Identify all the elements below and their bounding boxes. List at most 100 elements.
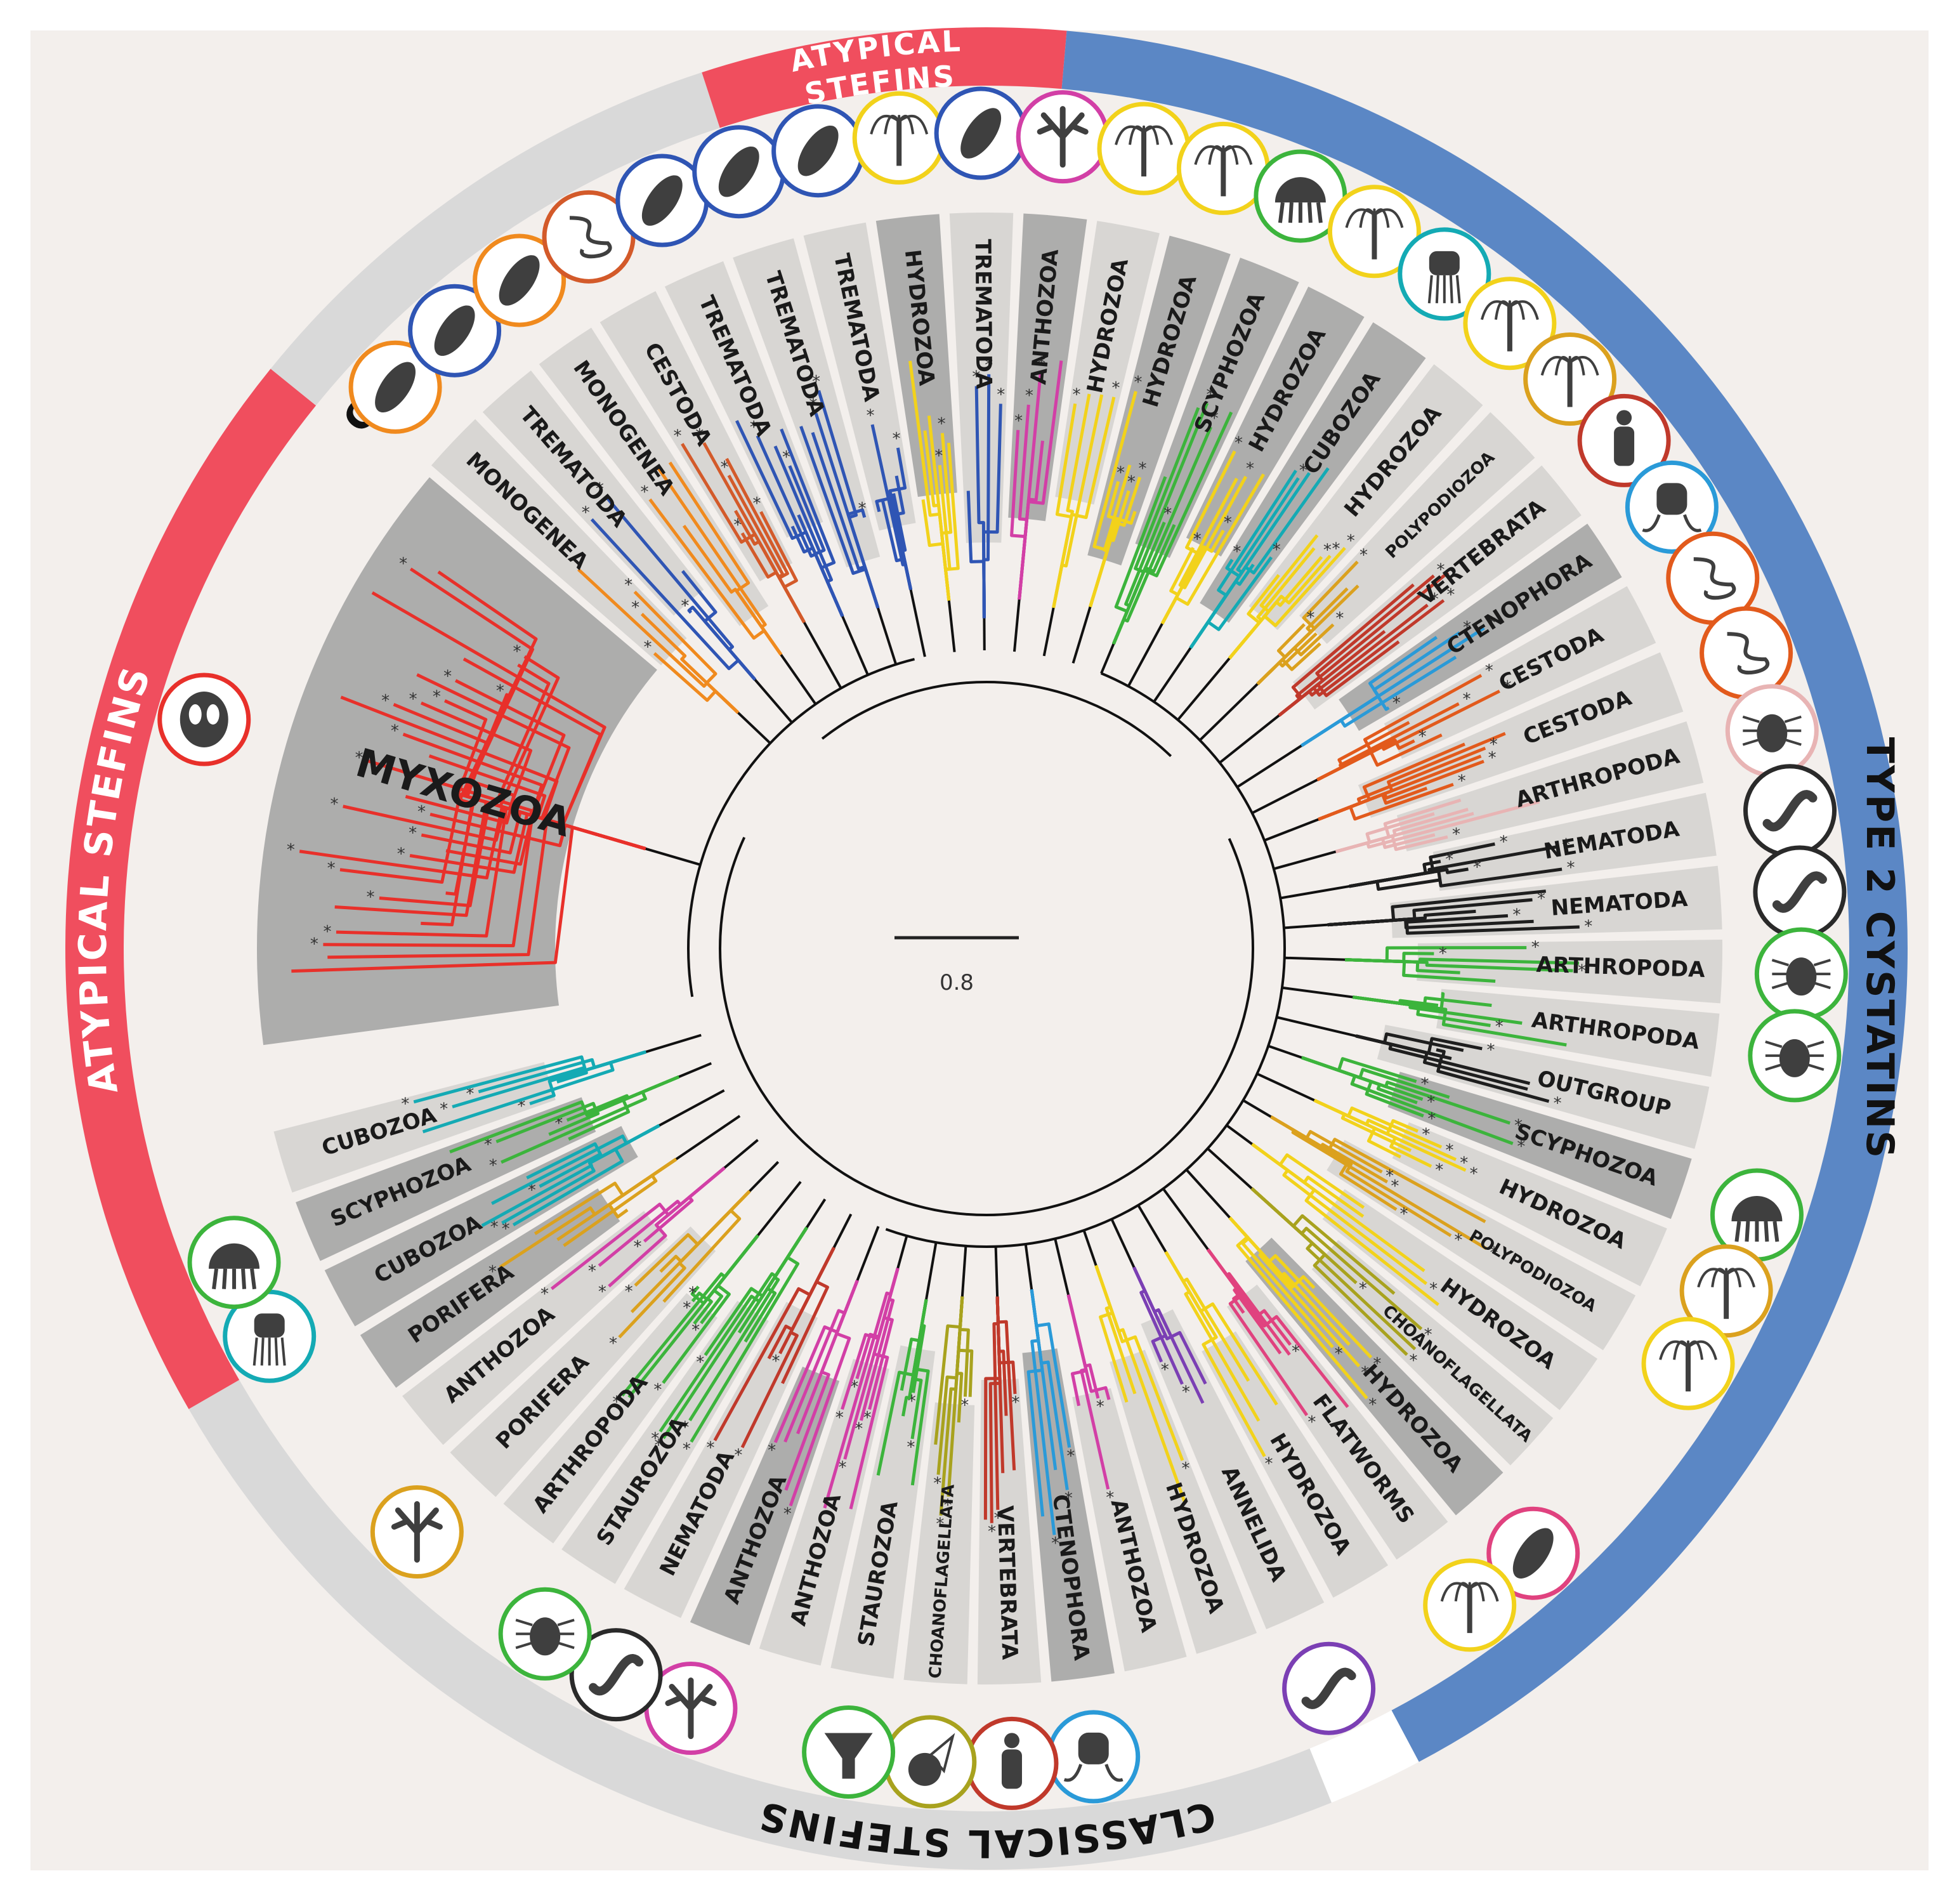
insect-icon (1727, 686, 1816, 775)
support-asterisk: * (1182, 1382, 1190, 1402)
support-asterisk: * (625, 1282, 633, 1301)
support-asterisk: * (1072, 385, 1080, 404)
support-asterisk: * (1265, 1455, 1273, 1474)
support-asterisk: * (624, 576, 632, 595)
support-asterisk: * (641, 483, 649, 502)
support-asterisk: * (752, 494, 761, 513)
annelid-icon (1285, 1644, 1373, 1733)
support-asterisk: * (417, 803, 426, 822)
support-asterisk: * (1485, 662, 1493, 681)
support-asterisk: * (633, 1238, 641, 1257)
support-asterisk: * (1500, 832, 1508, 851)
support-asterisk: * (1117, 463, 1125, 482)
group-label-type2-cystatins: TYPE 2 CYSTATINS (1857, 737, 1902, 1160)
support-asterisk: * (1368, 1396, 1377, 1415)
support-asterisk: * (858, 499, 867, 518)
support-asterisk: * (541, 1285, 549, 1304)
clade-label: VERTEBRATA (992, 1505, 1023, 1660)
support-asterisk: * (1292, 1343, 1300, 1362)
choanoflagellate-icon (886, 1717, 974, 1806)
hydroid-icon (855, 93, 943, 182)
support-asterisk: * (489, 1157, 497, 1176)
tick-icon (501, 1589, 589, 1678)
support-asterisk: * (867, 406, 875, 425)
support-asterisk: * (327, 859, 336, 878)
jellyfish-icon (190, 1218, 278, 1307)
support-asterisk: * (907, 1438, 915, 1457)
support-asterisk: * (443, 667, 452, 686)
support-asterisk: * (1066, 1447, 1075, 1466)
support-asterisk: * (997, 385, 1005, 404)
nematode-icon (1746, 766, 1835, 855)
support-asterisk: * (1409, 1351, 1417, 1370)
hydroid-icon (1644, 1319, 1733, 1408)
support-asterisk: * (1399, 1205, 1408, 1224)
support-asterisk: * (331, 795, 339, 814)
tick-icon (1750, 1011, 1839, 1100)
support-asterisk: * (835, 1408, 844, 1428)
support-asterisk: * (513, 642, 521, 661)
support-asterisk: * (1096, 1398, 1104, 1417)
support-asterisk: * (287, 841, 295, 860)
support-asterisk: * (366, 888, 374, 907)
support-asterisk: * (433, 688, 441, 707)
support-asterisk: * (934, 447, 943, 466)
support-asterisk: * (381, 692, 390, 711)
clade-label: TREMATODA (970, 239, 997, 390)
comb-jelly-icon (1049, 1712, 1138, 1801)
support-asterisk: * (1435, 1161, 1443, 1180)
support-asterisk: * (1486, 1041, 1495, 1060)
support-asterisk: * (688, 1284, 697, 1303)
support-asterisk: * (1429, 1280, 1438, 1299)
support-asterisk: * (399, 555, 407, 574)
support-asterisk: * (1360, 546, 1368, 565)
coral-icon (1018, 93, 1107, 181)
support-asterisk: * (892, 430, 900, 449)
nematode-icon (1755, 848, 1844, 936)
hydroid-icon (1099, 104, 1188, 193)
support-asterisk: * (1458, 772, 1466, 791)
support-asterisk: * (323, 922, 331, 942)
support-asterisk: * (1025, 386, 1033, 405)
flatworm-icon (936, 89, 1025, 178)
support-asterisk: * (1452, 825, 1460, 844)
support-asterisk: * (683, 1440, 691, 1459)
sponge-icon (372, 1487, 461, 1576)
flatworm-icon (774, 107, 863, 195)
support-asterisk: * (1554, 1094, 1562, 1113)
scale-bar-label: 0.8 (940, 970, 974, 995)
support-asterisk: * (609, 1334, 617, 1353)
support-asterisk: * (653, 1381, 662, 1400)
support-asterisk: * (391, 721, 399, 740)
support-asterisk: * (1307, 1413, 1316, 1432)
support-asterisk: * (1566, 858, 1575, 877)
support-asterisk: * (938, 415, 946, 434)
support-asterisk: * (496, 681, 504, 700)
support-asterisk: * (1537, 890, 1545, 909)
support-asterisk: * (631, 598, 639, 617)
support-asterisk: * (588, 1262, 596, 1281)
support-asterisk: * (582, 503, 590, 522)
support-asterisk: * (681, 596, 689, 615)
support-asterisk: * (1470, 1165, 1478, 1184)
stem-branch (996, 1247, 997, 1297)
support-asterisk: * (644, 638, 652, 657)
tapeworm-icon (1702, 608, 1791, 697)
support-asterisk: * (310, 935, 318, 954)
support-asterisk: * (696, 1353, 704, 1372)
support-asterisk: * (1427, 1093, 1435, 1112)
human-icon (967, 1719, 1056, 1808)
support-asterisk: * (1454, 1231, 1462, 1250)
support-asterisk: * (1335, 609, 1344, 628)
flatworm-icon (695, 128, 783, 216)
support-asterisk: * (768, 1441, 776, 1460)
support-asterisk: * (1138, 459, 1146, 478)
support-asterisk: * (960, 1396, 969, 1415)
support-asterisk: * (1011, 1393, 1019, 1412)
support-asterisk: * (1161, 1360, 1169, 1379)
support-asterisk: * (1488, 749, 1497, 768)
myxozoa-spore-icon (160, 675, 249, 764)
support-asterisk: * (1273, 541, 1281, 560)
